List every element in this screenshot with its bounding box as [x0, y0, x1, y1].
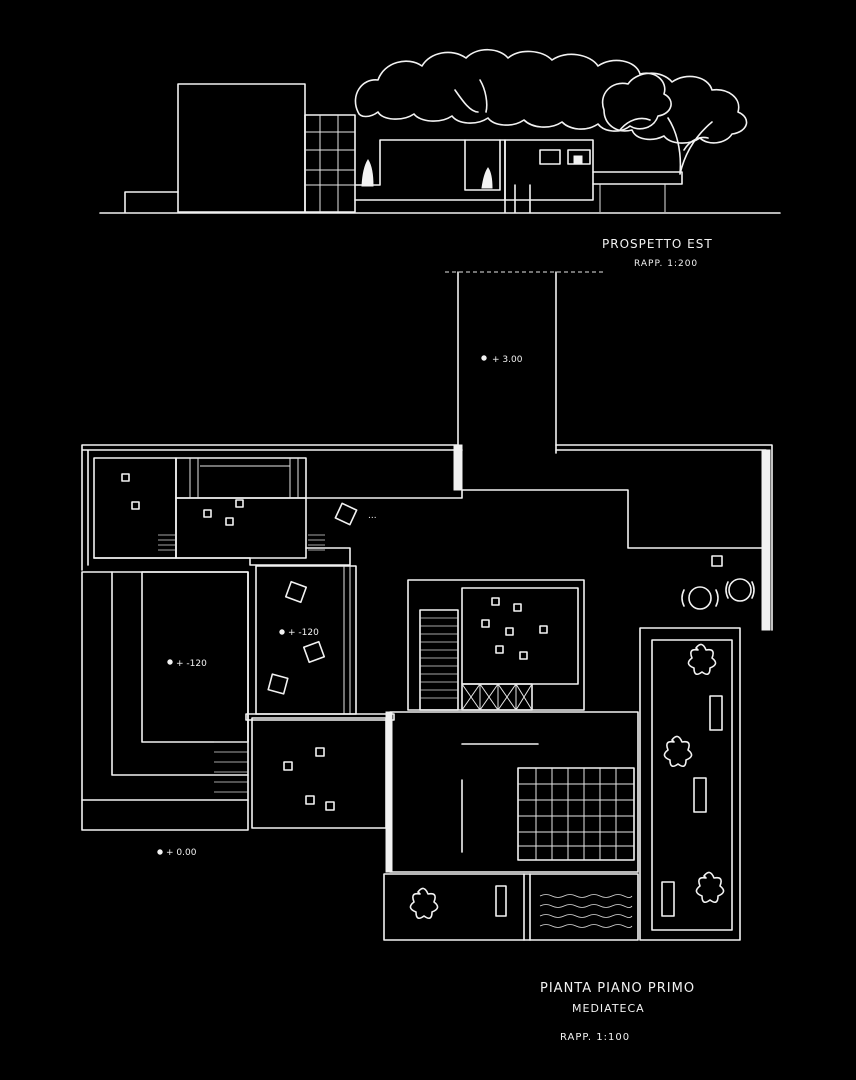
shelving-grid: [517, 767, 635, 861]
outer-wall-north: [81, 444, 463, 571]
table-round: [728, 578, 752, 602]
elevation-glazed-tower: [304, 114, 356, 213]
room-top-strip: [175, 457, 307, 499]
tree-trunk: [667, 117, 713, 175]
plant-icon: [409, 887, 439, 920]
east-garden: [639, 627, 741, 941]
plan-title: PIANTA PIANO PRIMO: [540, 981, 695, 996]
room-west: [81, 571, 249, 831]
tree-canopy: [354, 48, 672, 132]
table-round: [688, 586, 712, 610]
elevation-central-body: [354, 139, 506, 213]
room-media-hall: [389, 711, 639, 873]
east-elevation: PROSPETTO EST RAPP. 1:200: [99, 48, 781, 269]
tree-canopy-right: [601, 72, 748, 144]
plant-icon: [663, 735, 693, 768]
outer-wall-north-east: [555, 444, 773, 631]
elevation-left-wing: [124, 191, 179, 213]
elevation-right-box: [504, 139, 594, 201]
elevation-tall-block: [177, 83, 306, 213]
svg-text:...: ...: [368, 511, 377, 521]
stair-core: [407, 579, 585, 711]
table-square: [121, 473, 130, 482]
plant-icon: [687, 643, 717, 676]
plant-icon: [695, 871, 725, 904]
room-south-west: [251, 717, 387, 829]
level-corridor: + 3.00: [492, 355, 523, 365]
hall-west-wall: [93, 547, 351, 566]
room-core-reading: [461, 587, 579, 685]
level-ground: + 0.00: [166, 848, 197, 858]
plan-scale: RAPP. 1:100: [560, 1032, 630, 1043]
water-pool: [539, 894, 633, 928]
elevation-scale: RAPP. 1:200: [634, 259, 698, 269]
elevation-title: PROSPETTO EST: [602, 237, 713, 251]
south-courtyard: [383, 873, 639, 941]
plan-subtitle: MEDIATECA: [572, 1002, 645, 1015]
floor-plan: + 3.00 ...: [81, 271, 773, 1043]
room-west-inner: [141, 571, 249, 743]
room-top-left: [93, 457, 177, 559]
figure-silhouette: [481, 167, 493, 189]
stair: [419, 609, 459, 711]
level-mid-room: + -120: [288, 628, 319, 638]
hall-north-wall: [305, 489, 767, 549]
lift: [461, 683, 533, 711]
elevation-terrace: [592, 171, 683, 185]
level-left-room: + -120: [176, 659, 207, 669]
